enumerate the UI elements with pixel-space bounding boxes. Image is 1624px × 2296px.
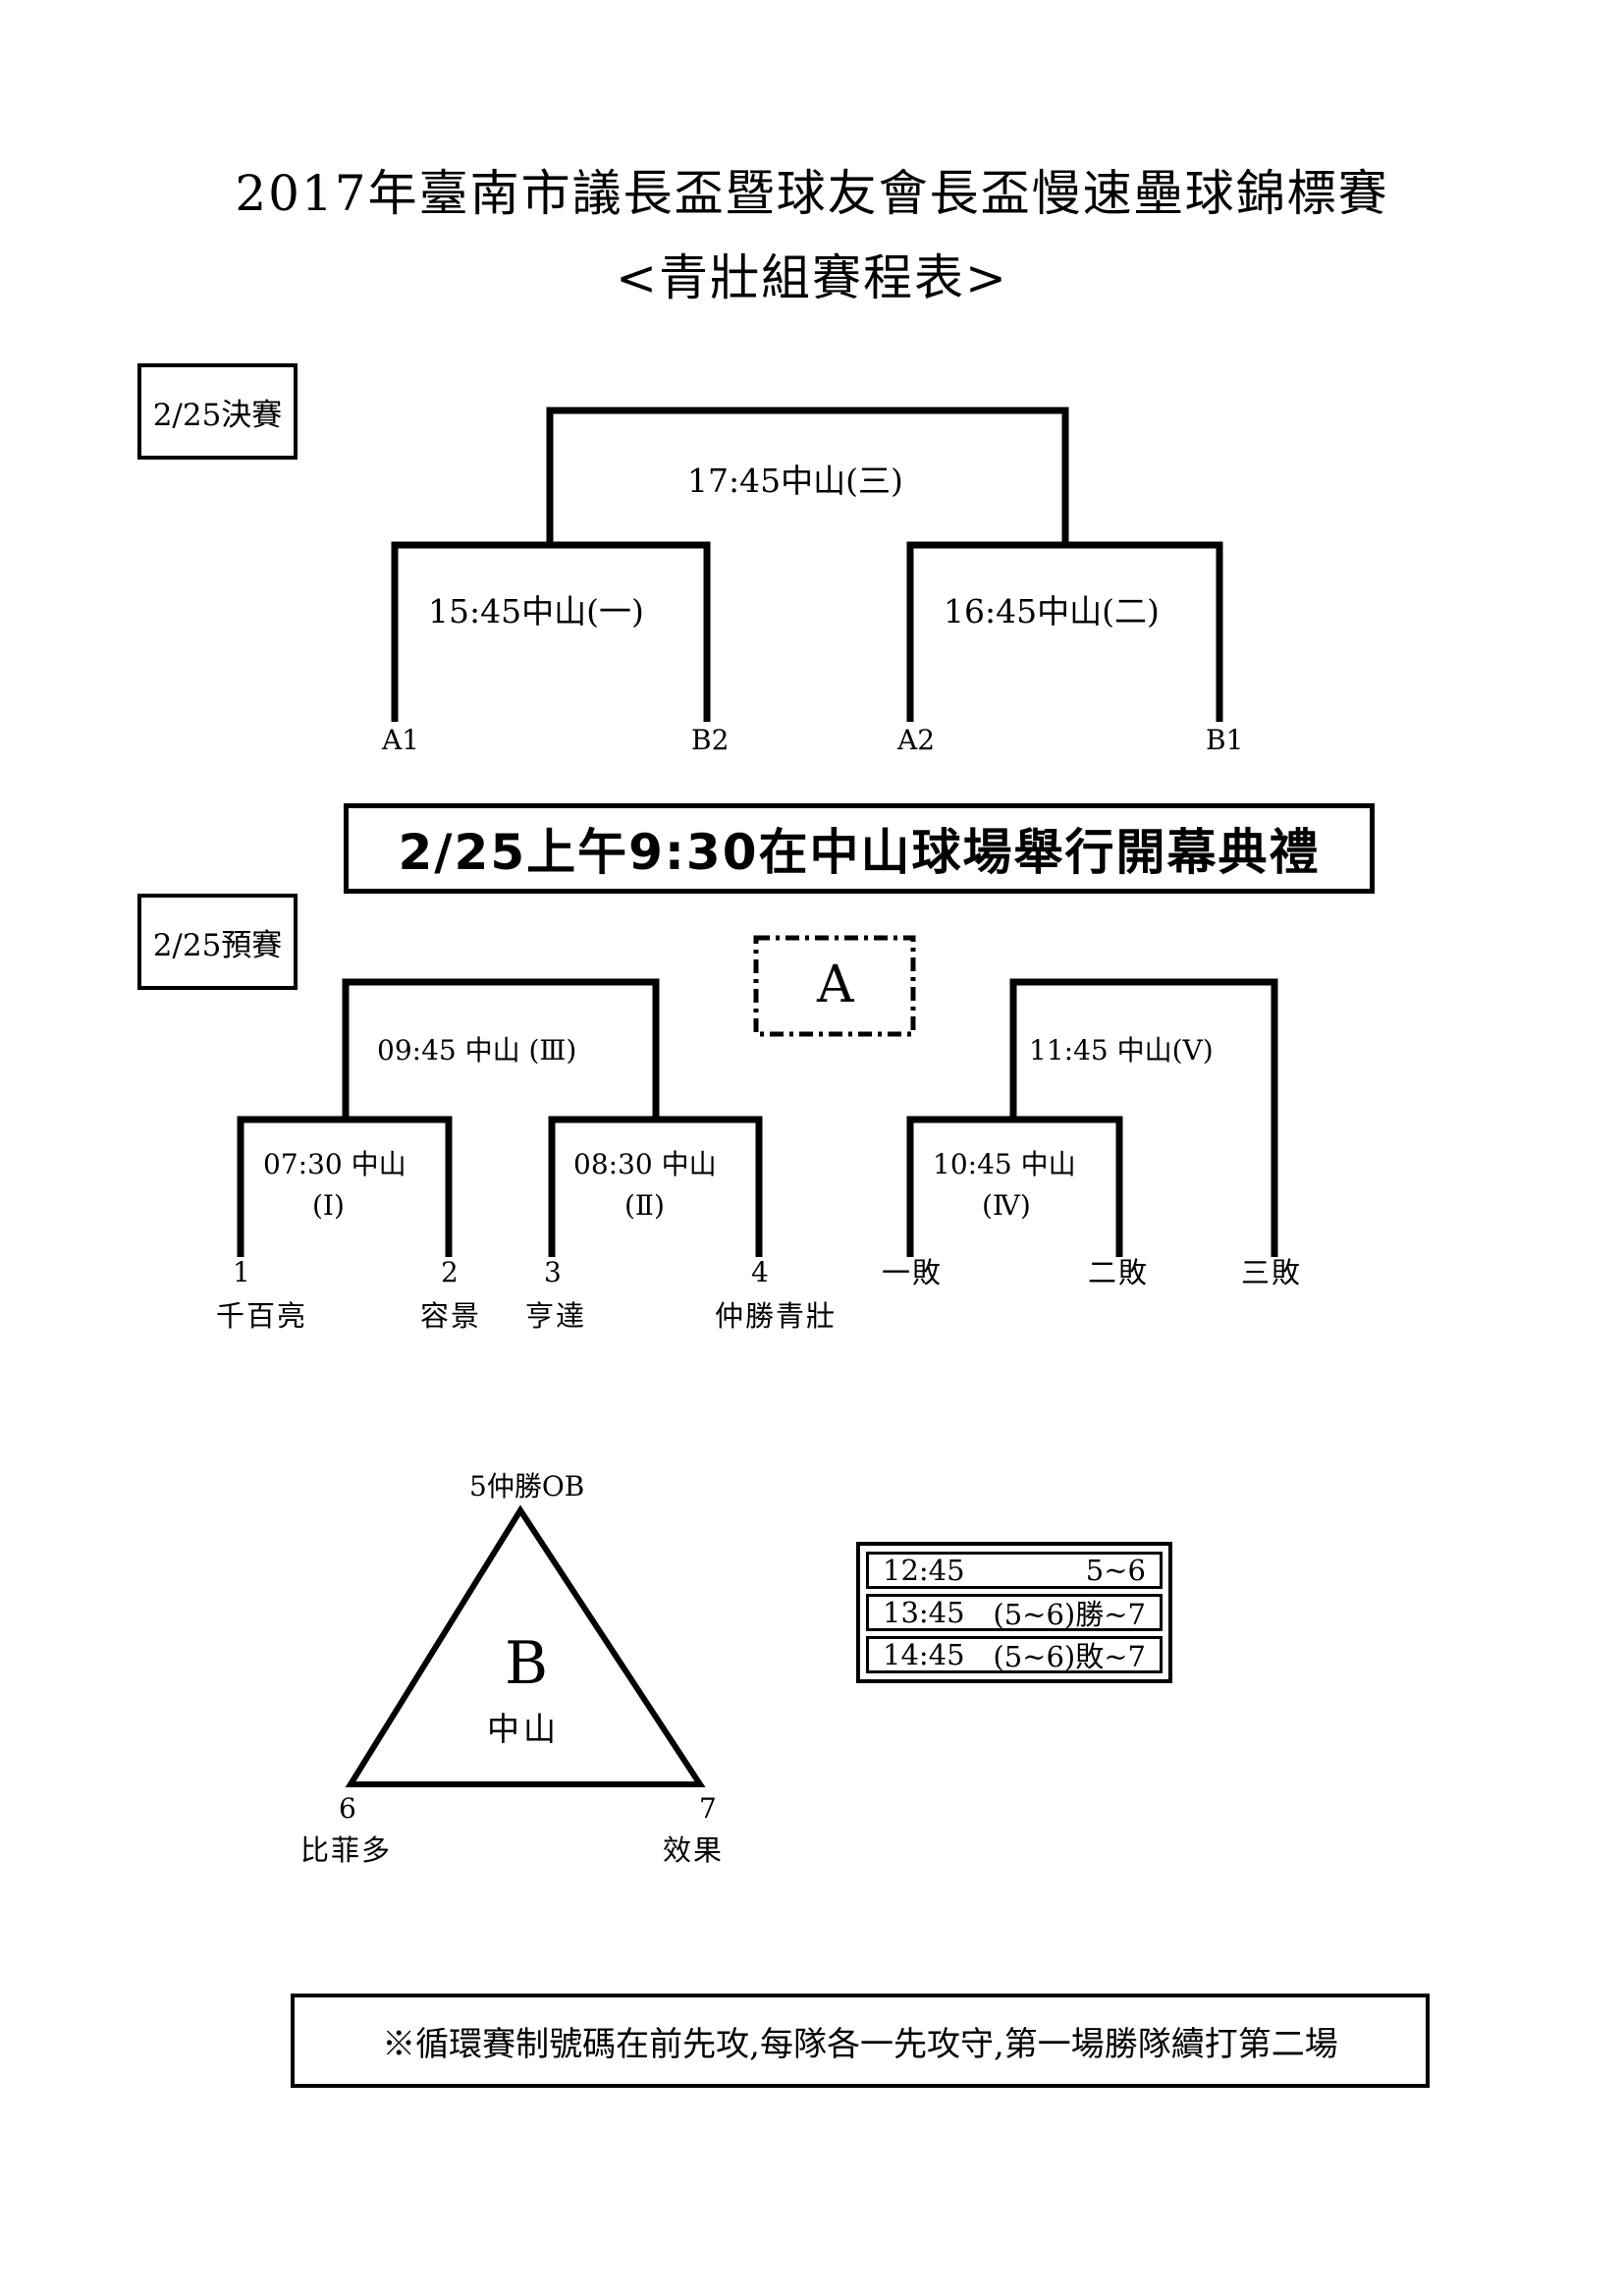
game2-bracket	[548, 1116, 763, 1257]
group-b-top-team: 5仲勝OB	[469, 1470, 585, 1503]
team-name-1: 千百亮	[216, 1299, 308, 1333]
game3-label: 09:45 中山 (Ⅲ)	[377, 1034, 577, 1066]
page-title: 2017年臺南市議長盃暨球友會長盃慢速壘球錦標賽	[235, 165, 1389, 222]
group-b-right-team: 效果	[663, 1833, 725, 1867]
prelim-label-box: 2/25預賽	[137, 894, 298, 990]
semi1-label: 15:45中山(一)	[428, 592, 644, 630]
slot-a2: A2	[897, 724, 936, 756]
final-game-label: 17:45中山(三)	[687, 462, 903, 500]
final-label: 2/25決賽	[152, 397, 283, 433]
group-b-left-team: 比菲多	[300, 1833, 393, 1867]
page-subtitle: <青壯組賽程表>	[616, 249, 1008, 306]
game4-time: 10:45 中山	[933, 1148, 1076, 1180]
team-number-2: 2	[441, 1256, 459, 1288]
final-label-box: 2/25決賽	[137, 363, 298, 460]
slot-b2: B2	[691, 724, 730, 756]
group-b-left-number: 6	[339, 1792, 356, 1825]
team-name-2: 容景	[420, 1299, 482, 1333]
group-b-right-number: 7	[699, 1792, 717, 1825]
loser-1: 一敗	[882, 1256, 944, 1289]
game1-time: 07:30 中山	[263, 1148, 406, 1180]
game5-bracket	[1009, 978, 1278, 1257]
game5-label: 11:45 中山(Ⅴ)	[1029, 1034, 1214, 1066]
team-number-3: 3	[544, 1256, 562, 1288]
final-connector	[546, 407, 1069, 542]
loser-2: 二敗	[1088, 1256, 1150, 1289]
semi2-label: 16:45中山(二)	[944, 592, 1160, 630]
team-number-4: 4	[751, 1256, 769, 1288]
schedule-match: (5~6)勝~7	[993, 1598, 1146, 1631]
prelim-label: 2/25預賽	[152, 927, 283, 963]
slot-a1: A1	[382, 724, 420, 756]
schedule-match: (5~6)敗~7	[993, 1640, 1146, 1673]
game4-no: (Ⅳ)	[982, 1189, 1031, 1222]
group-a-box	[753, 935, 916, 1037]
group-b-triangle	[345, 1504, 706, 1787]
game4-bracket	[906, 1116, 1123, 1257]
schedule-row: 14:45 (5~6)敗~7	[866, 1636, 1163, 1673]
group-b-name: B	[505, 1629, 549, 1698]
slot-b1: B1	[1206, 724, 1244, 756]
game3-bracket	[342, 978, 660, 1118]
group-b-venue: 中山	[487, 1710, 560, 1748]
schedule-match: 5~6	[1085, 1554, 1146, 1587]
loser-3: 三敗	[1241, 1256, 1303, 1289]
team-number-1: 1	[233, 1256, 250, 1288]
rules-note: ※循環賽制號碼在前先攻,每隊各一先攻守,第一場勝隊續打第二場	[291, 1994, 1430, 2088]
opening-ceremony-banner: 2/25上午9:30在中山球場舉行開幕典禮	[344, 803, 1375, 894]
schedule-row: 13:45 (5~6)勝~7	[866, 1594, 1163, 1631]
game1-bracket	[237, 1116, 453, 1257]
group-a-name: A	[817, 956, 854, 1014]
game2-no: (Ⅱ)	[624, 1189, 665, 1222]
team-name-3: 亨達	[525, 1299, 587, 1333]
schedule-row: 12:45 5~6	[866, 1552, 1163, 1589]
group-b-schedule-table: 12:45 5~6 13:45 (5~6)勝~7 14:45 (5~6)敗~7	[856, 1542, 1172, 1683]
schedule-time: 14:45	[883, 1638, 965, 1671]
semi2-bracket	[906, 541, 1223, 722]
schedule-time: 12:45	[883, 1554, 965, 1587]
game1-no: (Ⅰ)	[312, 1189, 345, 1222]
semi1-bracket	[391, 541, 711, 722]
game2-time: 08:30 中山	[573, 1148, 717, 1180]
team-name-4: 仲勝青壯	[715, 1299, 838, 1333]
schedule-time: 13:45	[883, 1596, 965, 1629]
